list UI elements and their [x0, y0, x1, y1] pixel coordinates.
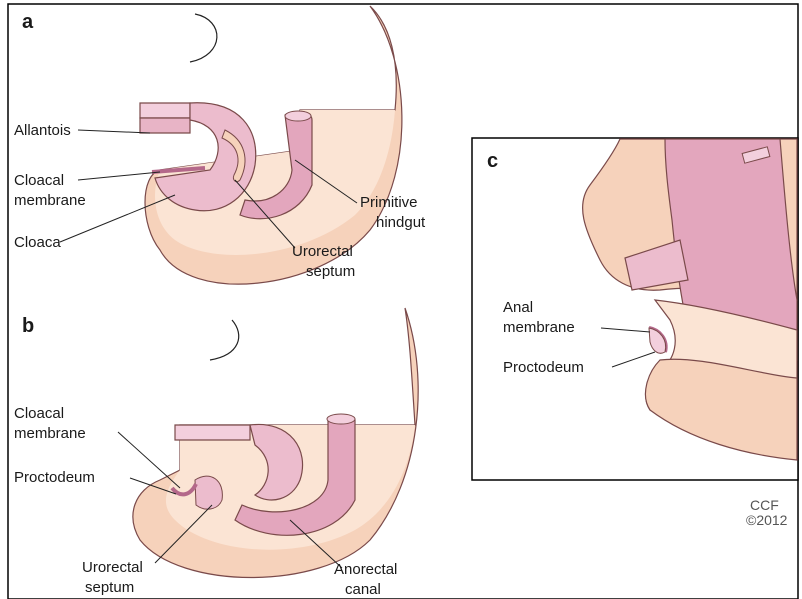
panel-b-letter: b: [22, 315, 34, 337]
panel-b-urorectal-septum: [195, 476, 222, 509]
panel-a-label-septum-1: Urorectal: [292, 243, 353, 260]
credit-line-2: ©2012: [746, 512, 788, 528]
credit-line-1: CCF: [750, 497, 779, 513]
panel-c: c Anal membrane Proctodeum: [472, 138, 798, 480]
panel-b-label-septum-2: septum: [85, 579, 134, 596]
panel-a-label-hindgut-2: hindgut: [376, 214, 426, 231]
panel-b-canal-opening: [327, 414, 355, 424]
panel-a-label-hindgut-1: Primitive: [360, 194, 418, 211]
panel-a-allantois-tube: [140, 118, 190, 133]
panel-b-label-septum-1: Urorectal: [82, 559, 143, 576]
panel-b-allantois: [175, 425, 250, 440]
panel-c-label-anal-membrane-2: membrane: [503, 319, 575, 336]
panel-a-label-cloacal-membrane-2: membrane: [14, 192, 86, 209]
panel-a-label-cloacal-membrane-1: Cloacal: [14, 172, 64, 189]
panel-a-label-cloaca: Cloaca: [14, 234, 61, 251]
panel-c-letter: c: [487, 150, 498, 172]
panel-b-label-proctodeum: Proctodeum: [14, 469, 95, 486]
panel-b-label-cloacal-membrane-1: Cloacal: [14, 405, 64, 422]
panel-c-label-anal-membrane-1: Anal: [503, 299, 533, 316]
panel-a-hindgut-opening: [285, 111, 311, 121]
panel-b-label-canal-1: Anorectal: [334, 561, 397, 578]
panel-a-letter: a: [22, 11, 34, 33]
panel-b-label-canal-2: canal: [345, 581, 381, 598]
panel-a-label-septum-2: septum: [306, 263, 355, 280]
panel-b-label-cloacal-membrane-2: membrane: [14, 425, 86, 442]
panel-a-label-allantois: Allantois: [14, 122, 71, 139]
panel-a-allantois: [140, 103, 190, 118]
panel-c-label-proctodeum: Proctodeum: [503, 359, 584, 376]
